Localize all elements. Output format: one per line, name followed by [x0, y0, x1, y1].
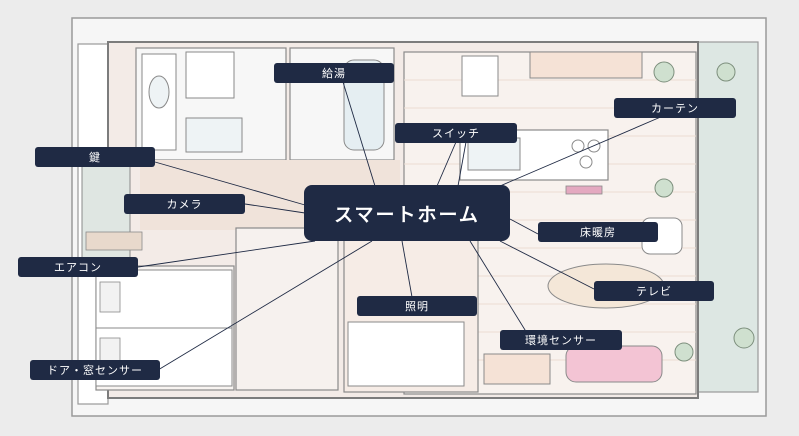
pillow-1 — [99, 281, 121, 313]
label-lighting: 照明 — [357, 296, 477, 316]
label-switch: スイッチ — [395, 123, 517, 143]
closet — [235, 227, 339, 391]
plant-3 — [654, 178, 674, 198]
toilet-bowl — [148, 75, 170, 109]
sofa — [565, 345, 663, 383]
label-env-sensor: 環境センサー — [500, 330, 622, 350]
label-aircon: エアコン — [18, 257, 138, 277]
fridge — [461, 55, 499, 97]
tv-stand — [483, 353, 551, 385]
stove-burner-3 — [579, 155, 593, 169]
stove-burner-1 — [571, 139, 585, 153]
label-tv: テレビ — [594, 281, 714, 301]
washbasin — [185, 117, 243, 153]
plant-5 — [674, 342, 694, 362]
label-key: 鍵 — [35, 147, 155, 167]
plant-2 — [716, 62, 736, 82]
shoe-rack — [85, 231, 143, 251]
plant-1 — [653, 61, 675, 83]
label-kyuto: 給湯 — [274, 63, 394, 83]
smart-home-hub: スマートホーム — [304, 185, 510, 241]
connector-lines — [137, 81, 664, 371]
label-door-window-sensor: ドア・窓センサー — [30, 360, 160, 380]
label-camera: カメラ — [124, 194, 245, 214]
label-curtain: カーテン — [614, 98, 736, 118]
label-floor-heating: 床暖房 — [538, 222, 658, 242]
kitchen-shelf — [529, 51, 643, 79]
sink — [467, 137, 521, 171]
stove-burner-2 — [587, 139, 601, 153]
plant-4 — [733, 327, 755, 349]
washing-machine — [185, 51, 235, 99]
bed-2 — [347, 321, 465, 387]
kitchen-mat — [565, 185, 603, 195]
